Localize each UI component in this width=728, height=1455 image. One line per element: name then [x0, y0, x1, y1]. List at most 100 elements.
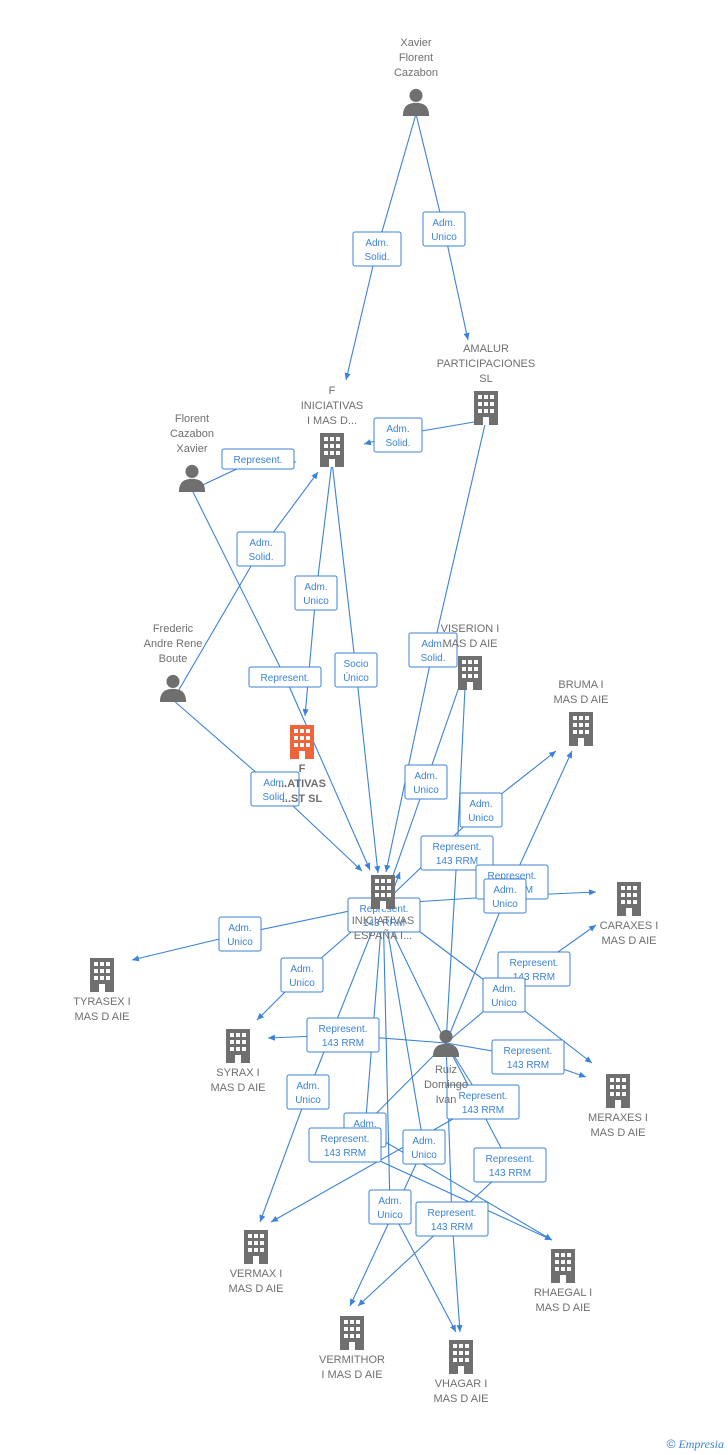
edge-label-box: [294, 575, 338, 611]
node-label: Cazabon: [394, 67, 438, 79]
edge-espana-to-vermithor: [349, 903, 425, 1307]
edge-label-box: [248, 666, 322, 688]
edge-label-21[interactable]: Represent.143 RRM: [491, 1039, 565, 1075]
edge-label-29[interactable]: Represent.143 RRM: [415, 1201, 489, 1237]
edge-label-28[interactable]: Adm.Unico: [368, 1189, 412, 1225]
node-label: Ivan: [436, 1094, 457, 1106]
node-focus[interactable]: F ...ATIVAS ...ST SL: [278, 725, 326, 805]
edge-label-text: Unico: [431, 232, 457, 243]
edge-label-box: [404, 764, 448, 800]
edge-label-box: [473, 1147, 547, 1183]
edge-label-11[interactable]: Adm.Unico: [459, 792, 503, 828]
edge-label-12[interactable]: Represent.143 RRM: [420, 835, 494, 871]
edge-label-text: Único: [343, 671, 369, 684]
company-icon: [371, 875, 395, 909]
copyright-symbol: ©: [666, 1437, 676, 1451]
node-label: MERAXES I: [588, 1112, 648, 1124]
edge-label-text: Adm.: [378, 1196, 401, 1207]
edge-label-box: [459, 792, 503, 828]
edge-label-8[interactable]: Adm.Solid.: [250, 771, 300, 807]
node-label: Frederic: [153, 623, 194, 635]
edge-label-text: 143 RRM: [322, 1038, 364, 1049]
edge-label-27[interactable]: Represent.143 RRM: [473, 1147, 547, 1183]
edge-label-9[interactable]: Adm.Solid.: [408, 632, 458, 668]
edge-label-text: Socio: [343, 659, 368, 670]
edge-label-text: Adm.: [492, 984, 515, 995]
node-label: MAS D AIE: [590, 1127, 645, 1139]
edge-label-text: Represent.: [319, 1024, 368, 1035]
edge-label-19[interactable]: Represent. 143 RRM: [306, 1017, 380, 1053]
edge-label-text: Unico: [491, 998, 517, 1009]
edge-label-text: Represent.: [428, 1208, 477, 1219]
edge-label-26[interactable]: Adm.Unico: [402, 1129, 446, 1165]
node-label: Boute: [159, 653, 188, 665]
edge-label-text: 143 RRM: [489, 1168, 531, 1179]
node-label: ...ATIVAS: [278, 778, 326, 790]
empresia-credit[interactable]: ©Empresia: [667, 1437, 724, 1452]
edge-label-22[interactable]: Adm.Unico: [286, 1074, 330, 1110]
person-icon: [178, 464, 206, 492]
edge-label-text: Adm.: [412, 1136, 435, 1147]
node-label: SL: [479, 373, 492, 385]
edge-label-2[interactable]: Adm.Solid.: [373, 417, 423, 453]
edge-label-0[interactable]: Adm.Solid.: [352, 231, 402, 267]
edge-label-text: 143 RRM: [363, 918, 405, 929]
edge-label-20[interactable]: Adm. Unico: [482, 977, 526, 1013]
edge-label-3[interactable]: Represent.: [221, 448, 295, 470]
edge-label-box: [250, 771, 300, 807]
edge-label-25[interactable]: Represent.143 RRM: [308, 1127, 382, 1163]
edge-label-text: 143 RRM: [507, 1060, 549, 1071]
edge-label-23[interactable]: Represent.143 RRM: [446, 1084, 520, 1120]
node-label: PARTICIPACIONES: [437, 358, 535, 370]
node-meraxes[interactable]: MERAXES I MAS D AIE: [588, 1074, 648, 1139]
node-label: Florent: [175, 413, 209, 425]
node-label: F: [329, 385, 336, 397]
edge-label-1[interactable]: Adm.Unico: [422, 211, 466, 247]
edge-label-text: Unico: [468, 813, 494, 824]
edge-espana-to-vermax: [259, 903, 384, 1223]
edge-label-text: Solid.: [385, 438, 410, 449]
edge-label-text: Represent.: [261, 673, 310, 684]
node-label: MAS D AIE: [535, 1302, 590, 1314]
edge-label-17[interactable]: Adm.Unico: [218, 916, 262, 952]
person-icon: [402, 88, 430, 116]
empresia-logo: Empresia: [678, 1437, 724, 1451]
edge-label-7[interactable]: Represent.: [248, 666, 322, 688]
node-label: VERMAX I: [230, 1268, 283, 1280]
nodes-layer: XavierFlorentCazabonAMALURPARTICIPACIONE…: [73, 37, 658, 1405]
edge-label-5[interactable]: Adm.Unico: [294, 575, 338, 611]
node-label: Cazabon: [170, 428, 214, 440]
edge-label-text: Solid.: [364, 252, 389, 263]
edge-label-4[interactable]: Adm.Solid.: [236, 531, 286, 567]
edge-label-box: [286, 1074, 330, 1110]
edge-label-text: Unico: [289, 978, 315, 989]
node-label: ESPAÑA I...: [354, 929, 413, 942]
node-label: F: [299, 763, 306, 775]
edge-label-18[interactable]: Adm.Unico: [280, 957, 324, 993]
edge-label-10[interactable]: Adm.Unico: [404, 764, 448, 800]
node-label: ...ST SL: [282, 793, 323, 805]
edge-label-box: [408, 632, 458, 668]
edge-label-text: Represent.: [321, 1134, 370, 1145]
edge-label-box: [482, 977, 526, 1013]
edge-label-14[interactable]: Adm.Unico: [483, 878, 527, 914]
node-label: MAS D AIE: [601, 935, 656, 947]
